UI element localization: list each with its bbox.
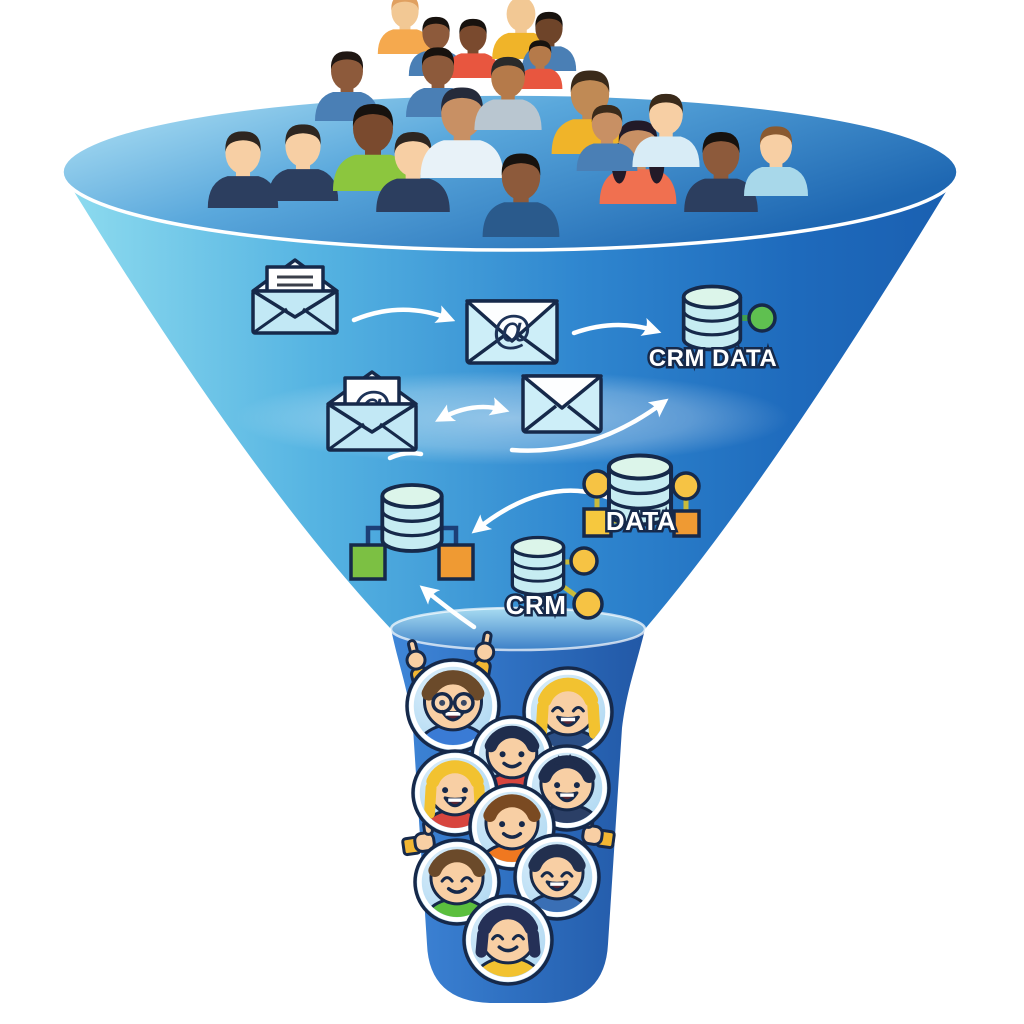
customer-avatar-icon [405, 658, 501, 754]
flow-arrow-icon [571, 317, 662, 336]
flow-arrow-icon [419, 585, 477, 630]
database-crm-icon: CRM [503, 535, 604, 623]
at-symbol: @ [492, 308, 531, 352]
crm-data-label: CRM DATA [649, 345, 777, 372]
crm-label: CRM [506, 590, 567, 620]
flow-swoosh [387, 450, 424, 461]
funnel-neck-opening [389, 606, 647, 652]
customers-group [405, 658, 614, 986]
customer-avatar-icon [462, 894, 554, 986]
flow-arrow-icon [351, 305, 456, 323]
envelope-icon [521, 374, 603, 434]
open-envelope-letter-icon [251, 258, 339, 335]
customer-avatar-icon [513, 833, 601, 921]
database-crm-data-icon: CRM DATA [646, 284, 779, 375]
envelope-at-icon: @ [465, 299, 559, 365]
flow-arrow-icon [509, 398, 669, 453]
database-branch-icon [349, 483, 475, 581]
thumbs-up-icon [401, 818, 436, 857]
flow-arrow-icon [435, 397, 510, 422]
data-label: DATA [606, 506, 676, 536]
top-crowd [377, 0, 577, 90]
customer-avatar-icon [413, 838, 501, 926]
database-data-icon: DATA [582, 456, 701, 539]
open-envelope-at-icon: @ [326, 370, 418, 452]
